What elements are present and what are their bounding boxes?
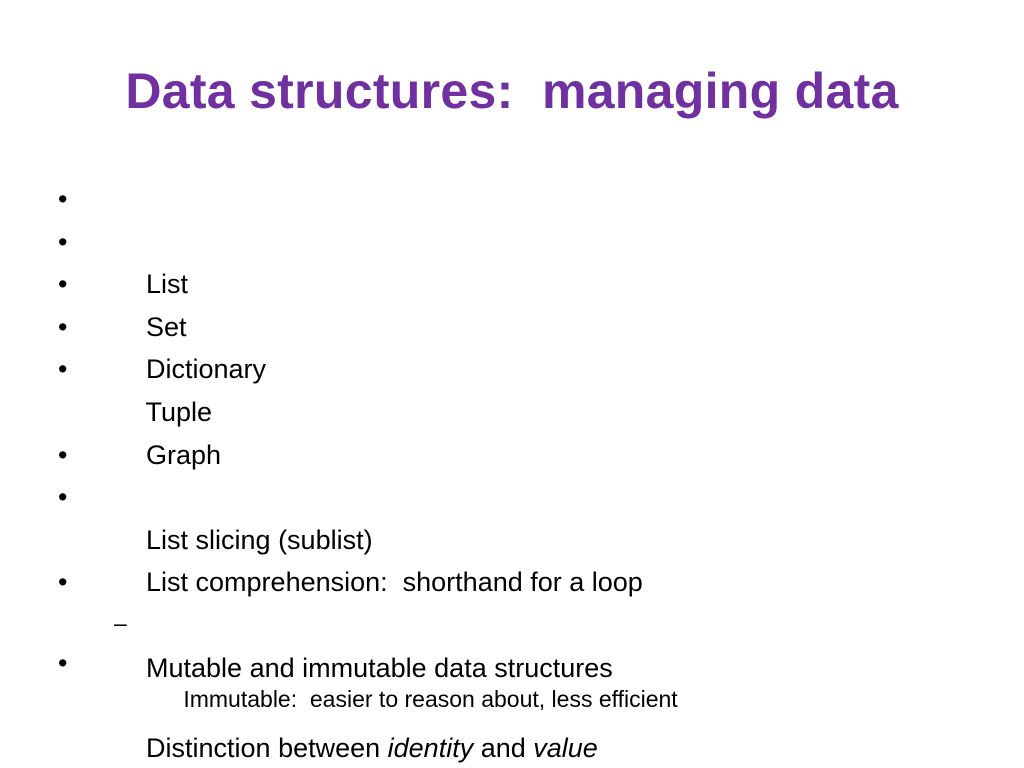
list-item-tuple: • Tuple	[58, 306, 978, 427]
list-item-text: List comprehension: shorthand for a loop	[146, 567, 643, 598]
identity-emphasis: identity	[387, 733, 474, 764]
list-item-text: List	[146, 269, 189, 300]
sub-list-item-immutable: – Immutable: easier to reason about, les…	[58, 604, 978, 712]
list-item-list-comprehension: • List comprehension: shorthand for a lo…	[58, 476, 978, 597]
list-item-distinction: • Distinction between identity and value	[58, 642, 978, 763]
bullet-icon: •	[58, 482, 68, 513]
list-item-text: Mutable and immutable data structures	[146, 652, 613, 683]
bullet-icon: •	[58, 269, 68, 300]
list-item-graph: • Graph	[58, 348, 978, 469]
bullet-icon: •	[58, 354, 68, 385]
list-item-mutable-immutable: • Mutable and immutable data structures	[58, 561, 978, 682]
value-emphasis: value	[533, 733, 598, 764]
list-item-dictionary: • Dictionary	[58, 263, 978, 384]
bullet-icon: •	[58, 647, 68, 678]
list-item-set: • Set	[58, 221, 978, 342]
and-text: and	[473, 733, 534, 764]
bullet-icon: •	[58, 226, 68, 257]
list-item-text: Dictionary	[146, 354, 267, 385]
list-item-text: Set	[146, 311, 187, 342]
dash-bullet-icon: –	[114, 609, 127, 636]
list-item-text: Graph	[146, 439, 222, 470]
sub-list-item-text: Immutable: easier to reason about, less …	[183, 685, 678, 712]
bullet-icon: •	[58, 439, 68, 470]
bullet-icon: •	[58, 311, 68, 342]
list-item-text: List slicing (sublist)	[146, 524, 373, 555]
list-item-text: Tuple	[145, 396, 213, 427]
slide-body: • List • Set • Dictionary • Tuple • Grap…	[58, 178, 978, 763]
bullet-icon: •	[58, 184, 68, 214]
slide-title: Data structures: managing data	[125, 63, 899, 119]
bullet-icon: •	[58, 567, 68, 598]
list-item-list-slicing: • List slicing (sublist)	[58, 434, 978, 555]
distinction-prefix-text: Distinction between	[146, 733, 388, 764]
list-item-list: • List	[58, 178, 978, 299]
